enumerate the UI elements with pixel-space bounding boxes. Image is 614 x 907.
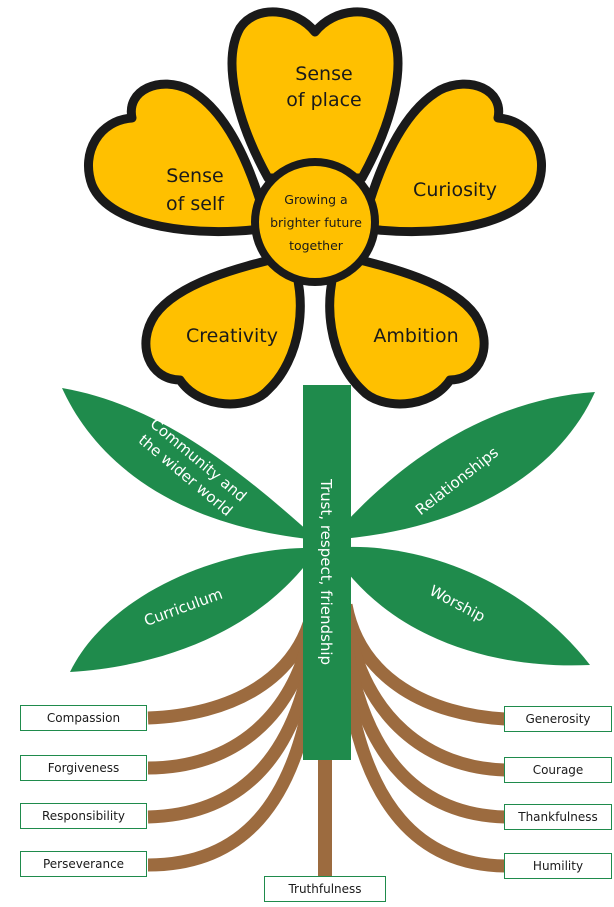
center-line-2: brighter future bbox=[270, 215, 362, 230]
value-responsibility: Responsibility bbox=[20, 803, 147, 829]
petal-top-line-2: of place bbox=[286, 89, 361, 111]
value-thankfulness: Thankfulness bbox=[504, 804, 612, 830]
petal-right-label: Curiosity bbox=[413, 179, 497, 201]
value-perseverance: Perseverance bbox=[20, 851, 147, 877]
value-generosity: Generosity bbox=[504, 706, 612, 732]
petal-left-line-2: of self bbox=[166, 193, 225, 215]
leaf-worship bbox=[330, 546, 590, 666]
stem bbox=[303, 385, 351, 760]
petal-bottom-right bbox=[325, 250, 489, 409]
root-courage bbox=[339, 614, 506, 777]
value-forgiveness: Forgiveness bbox=[20, 755, 147, 781]
petal-left bbox=[84, 79, 273, 236]
leaf-community bbox=[62, 388, 318, 540]
leaf-curriculum bbox=[70, 547, 318, 672]
value-courage: Courage bbox=[504, 757, 612, 783]
leaf-relationships bbox=[330, 392, 595, 540]
stem-label: Trust, respect, friendship bbox=[317, 478, 335, 665]
root-thankfulness bbox=[337, 624, 506, 824]
value-compassion: Compassion bbox=[20, 705, 147, 731]
petal-top bbox=[227, 7, 403, 183]
petal-bottom-left-label: Creativity bbox=[186, 325, 278, 347]
center-line-1: Growing a bbox=[284, 192, 347, 207]
value-humility: Humility bbox=[504, 853, 612, 879]
petal-bottom-left bbox=[141, 250, 305, 409]
center-line-3: together bbox=[289, 238, 344, 253]
petal-bottom-right-label: Ambition bbox=[373, 325, 458, 347]
flower-center bbox=[251, 158, 379, 286]
petal-top-line-1: Sense bbox=[295, 63, 352, 85]
flower-head bbox=[84, 7, 546, 409]
petal-right bbox=[357, 79, 546, 236]
value-truthfulness: Truthfulness bbox=[264, 876, 386, 902]
petal-left-line-1: Sense bbox=[166, 165, 223, 187]
